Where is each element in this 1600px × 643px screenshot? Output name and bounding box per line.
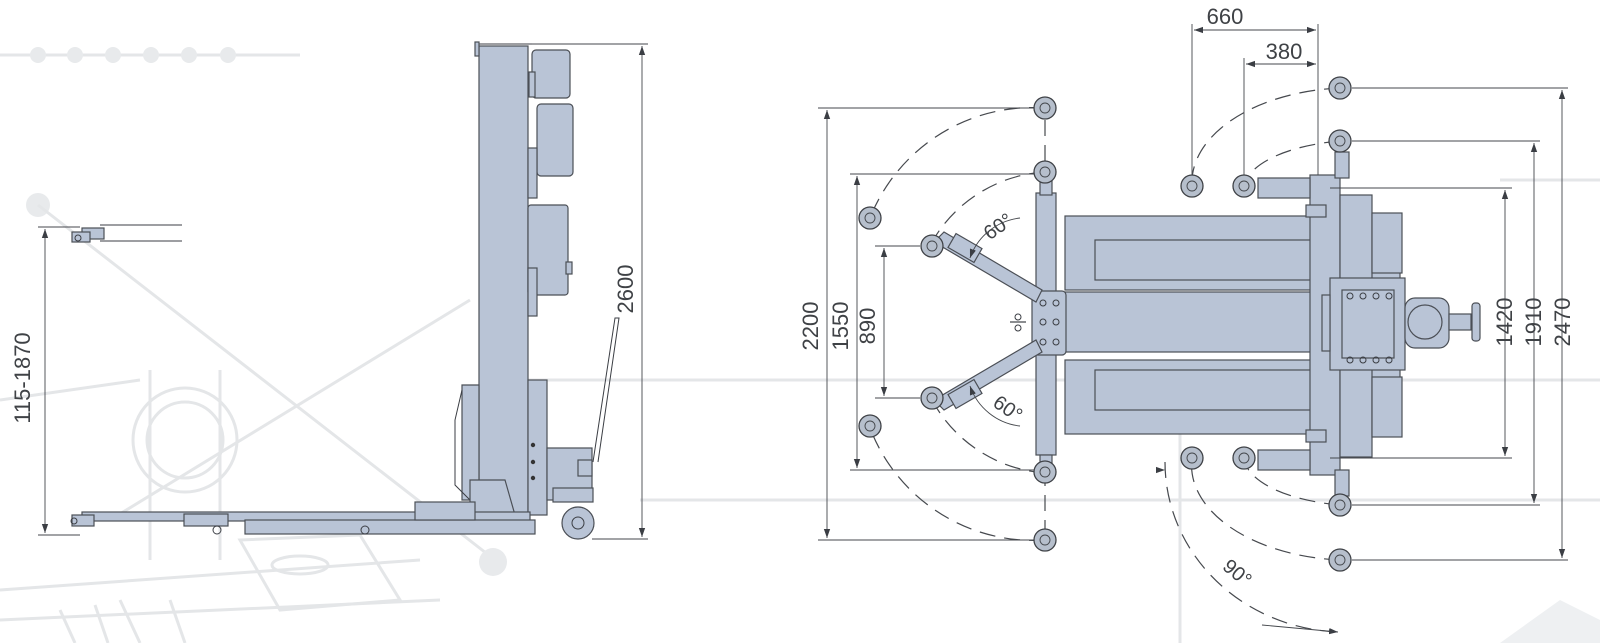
dim-lift-range: 115-1870	[10, 332, 35, 423]
angle-rear-swing: 90°	[1218, 555, 1255, 591]
dim-outer-span: 2200	[798, 302, 823, 351]
steer-wheel	[561, 506, 595, 540]
dim-rear-width-outer: 2470	[1550, 298, 1575, 347]
angle-front-lower: 60°	[989, 391, 1026, 426]
dim-rear-outrigger-inner: 380	[1266, 39, 1303, 64]
angle-front-upper: 60°	[980, 209, 1017, 244]
control-box	[527, 204, 569, 296]
dim-rear-width-mid: 1910	[1521, 298, 1546, 347]
dim-rear-width-inner: 1420	[1492, 298, 1517, 347]
dim-middle-span: 1550	[828, 302, 853, 351]
dim-rear-outrigger: 660	[1207, 4, 1244, 29]
mast	[478, 45, 529, 519]
motor-unit	[531, 49, 571, 99]
side-view: 115-1870 2600	[10, 41, 648, 540]
top-view: 2200 1550 890 660 380 2470 1910 1420 60°	[798, 4, 1575, 635]
dim-overall-height: 2600	[613, 265, 638, 314]
background-pattern	[0, 47, 1600, 643]
dim-inner-span: 890	[855, 308, 880, 345]
